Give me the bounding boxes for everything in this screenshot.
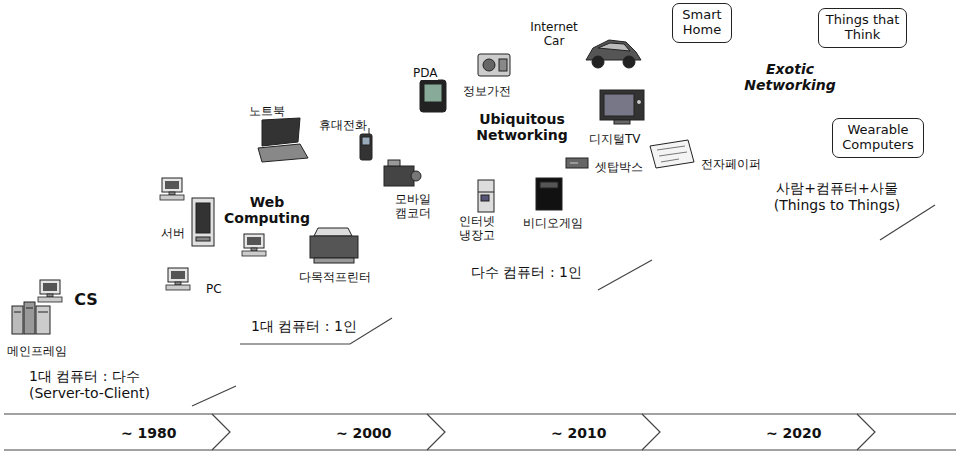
label-holder: 비디오게임 (522, 212, 584, 231)
label-holder: 인터넷 냉장고 (456, 214, 498, 243)
settop-box-icon (566, 158, 588, 168)
box-label: Smart Home (679, 8, 725, 38)
label-holder: PDA (412, 62, 438, 81)
ellipse-line (151, 172, 393, 264)
server-icon (192, 198, 214, 246)
network-ellipse: Web Computing (150, 171, 394, 265)
label-holder: 다목적프린터 (298, 266, 372, 285)
ellipse-line (23, 266, 209, 338)
ellipse-line (365, 61, 649, 203)
label-holder: 셋탑박스 (594, 156, 644, 175)
device-label: 서버 (160, 226, 186, 240)
device-label: 전자페이퍼 (700, 157, 762, 171)
device-label: PDA (412, 66, 438, 80)
network-name: Exotic Networking (740, 61, 840, 93)
description-label: 1대 컴퓨터 : 다수 (Server-to-Client) (28, 368, 188, 402)
epaper-icon (650, 140, 694, 168)
description-label: 사람+컴퓨터+사물 (Things to Things) (762, 180, 912, 214)
label-holder: ~ 2020 (765, 423, 823, 442)
label-holder: 휴대전화 (318, 114, 368, 133)
box-label: Things that Think (825, 13, 900, 43)
device-label: 정보가전 (462, 84, 512, 98)
network-name: Web Computing (222, 194, 312, 226)
device-label: 휴대전화 (318, 118, 368, 132)
label-holder: 1대 컴퓨터 : 1인 (250, 316, 358, 335)
device-label: PC (205, 282, 223, 296)
label-holder: 1대 컴퓨터 : 다수 (Server-to-Client) (28, 368, 188, 402)
label-holder: 노트북 (248, 100, 286, 119)
label-holder: Internet Car (524, 20, 584, 49)
label-holder: 서버 (160, 222, 186, 241)
mobile-phone-icon (360, 128, 372, 160)
device-label: 셋탑박스 (594, 160, 644, 174)
digital-tv-icon (600, 90, 644, 124)
concept-box: Smart Home (672, 3, 732, 43)
description-label: 1대 컴퓨터 : 1인 (250, 318, 358, 335)
label-holder: ~ 2000 (335, 423, 393, 442)
label-holder: 메인프레임 (6, 340, 68, 359)
label-holder: PC (205, 278, 223, 297)
era-label: ~ 2000 (335, 425, 393, 442)
camcorder-icon (384, 160, 421, 186)
laptop-icon (258, 118, 308, 162)
device-label: Internet Car (524, 20, 584, 49)
network-name: CS (66, 291, 106, 309)
label-holder: 사람+컴퓨터+사물 (Things to Things) (762, 180, 912, 214)
timeline-arrows (4, 414, 956, 450)
label-holder: 모바일 캠코더 (392, 192, 434, 221)
label-holder: 다수 컴퓨터 : 1인 (470, 262, 583, 281)
device-label: 다목적프린터 (298, 270, 372, 284)
era-label: ~ 1980 (120, 425, 178, 442)
device-label: 모바일 캠코더 (392, 192, 434, 221)
stair-lines (192, 205, 935, 406)
concept-box: Things that Think (818, 8, 907, 48)
mainframe-icon (12, 302, 50, 334)
box-label: Wearable Computers (839, 123, 917, 153)
device-label: 비디오게임 (522, 216, 584, 230)
label-holder: ~ 1980 (120, 423, 178, 442)
device-label: 인터넷 냉장고 (456, 214, 498, 243)
era-label: ~ 2020 (765, 425, 823, 442)
device-label: 메인프레임 (6, 344, 68, 358)
era-label: ~ 2010 (550, 425, 608, 442)
video-game-icon (536, 178, 562, 210)
network-name: Ubiquitous Networking (472, 111, 572, 143)
appliance-icon (478, 54, 510, 76)
label-holder: 전자페이퍼 (700, 153, 762, 172)
device-label: 디지털TV (588, 132, 642, 146)
label-holder: 정보가전 (462, 80, 512, 99)
ellipse-outline (22, 265, 210, 339)
printer-icon (310, 228, 358, 263)
pda-icon (420, 80, 446, 112)
description-label: 다수 컴퓨터 : 1인 (470, 264, 583, 281)
concept-box: Wearable Computers (832, 118, 924, 158)
pc-icons (38, 178, 266, 302)
label-holder: 디지털TV (588, 128, 642, 147)
fridge-icon (478, 180, 494, 212)
label-holder: ~ 2010 (550, 423, 608, 442)
network-ellipse: CS (22, 265, 210, 339)
device-label: 노트북 (248, 104, 286, 118)
car-icon (586, 40, 641, 68)
